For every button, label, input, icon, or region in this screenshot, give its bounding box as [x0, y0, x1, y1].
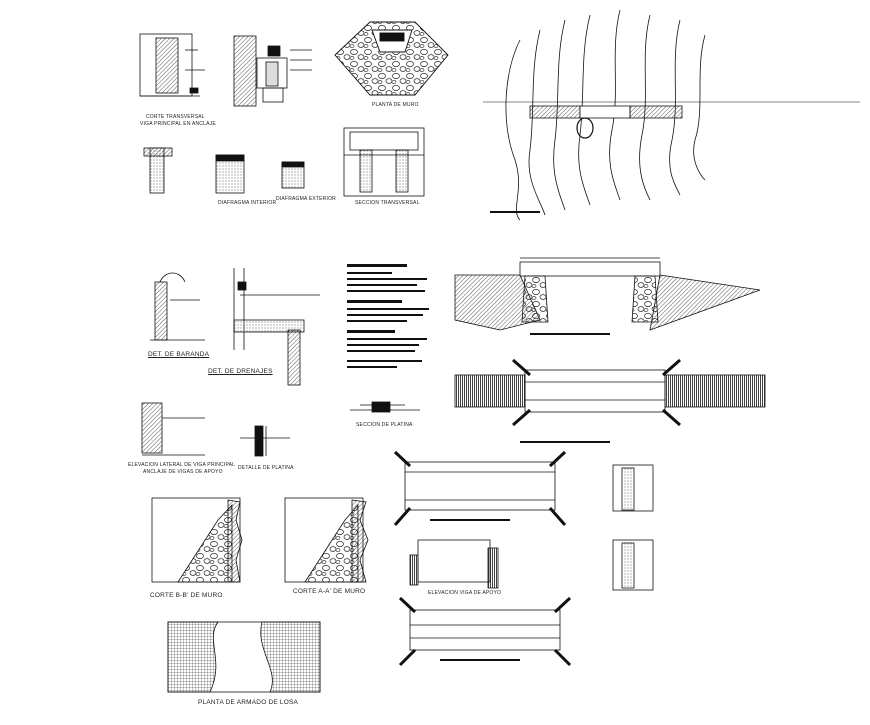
- detail-corte-aa-muro: [284, 497, 369, 583]
- bridge-plan-detail: [393, 450, 567, 526]
- label-seccion-platina: SECCION DE PLATINA: [356, 422, 413, 428]
- detail-viga-seccion-1: [612, 464, 654, 512]
- label-diafragma-interior: DIAFRAGMA INTERIOR: [218, 200, 277, 206]
- general-notes-block: [347, 264, 429, 368]
- label-elevacion-viga-apoyo: ELEVACION VIGA DE APOYO: [428, 590, 502, 596]
- bridge-plan: [454, 358, 766, 443]
- detail-planta-armado-losa: [167, 621, 321, 693]
- label-elevacion-lateral-sub: ANCLAJE DE VIGAS DE APOYO: [143, 469, 223, 475]
- label-det-baranda: DET. DE BARANDA: [148, 351, 210, 358]
- detail-planta-muro: [334, 21, 449, 96]
- label-elevacion-lateral: ELEVACION LATERAL DE VIGA PRINCIPAL: [128, 462, 236, 468]
- detail-seccion-transversal: [343, 127, 425, 197]
- label-det-drenajes: DET. DE DRENAJES: [208, 368, 273, 375]
- detail-anclaje-viga: [233, 35, 312, 107]
- label-planta-muro: PLANTA DE MURO: [372, 102, 419, 108]
- label-corte-transversal: CORTE TRANSVERSAL: [146, 114, 205, 120]
- detail-seccion-platina: [350, 401, 420, 413]
- bridge-plan-bottom: [398, 596, 572, 667]
- detail-baranda: [150, 272, 205, 341]
- topographic-site-plan: [483, 9, 860, 221]
- label-corte-aa: CORTE A-A' DE MURO: [293, 588, 366, 595]
- detail-viga-seccion-2: [612, 539, 654, 591]
- bridge-elevation: [454, 257, 761, 335]
- detail-corte-transversal: [139, 33, 205, 97]
- detail-small-columns: [143, 147, 305, 194]
- detail-drenajes: [233, 268, 320, 386]
- label-corte-bb: CORTE B-B' DE MURO: [150, 592, 223, 599]
- detail-platina: [240, 425, 290, 457]
- label-planta-armado-losa: PLANTA DE ARMADO DE LOSA: [198, 699, 299, 706]
- detail-corte-bb-muro: [151, 497, 243, 583]
- label-seccion-transversal: SECCION TRANSVERSAL: [355, 200, 420, 206]
- detail-elevacion-viga-apoyo: [409, 539, 499, 589]
- label-corte-transversal-sub: VIGA PRINCIPAL EN ANCLAJE: [140, 121, 216, 127]
- label-diafragma-exterior: DIAFRAGMA EXTERIOR: [276, 196, 336, 202]
- detail-elevacion-lateral: [141, 402, 205, 456]
- label-detalle-platina: DETALLE DE PLATINA: [238, 465, 294, 471]
